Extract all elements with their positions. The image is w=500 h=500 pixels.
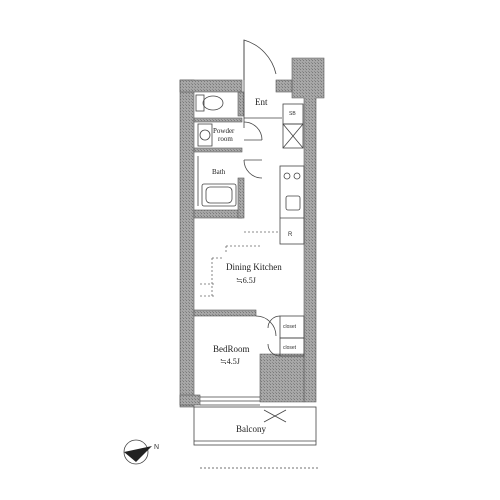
- pipe-shaft: [282, 123, 304, 149]
- label-balcony: Balcony: [236, 424, 266, 434]
- kitchen-sink: [285, 195, 301, 211]
- label-shoe-box: SB: [289, 111, 296, 117]
- wall-toilet-powder: [193, 117, 243, 123]
- compass: N: [123, 439, 159, 465]
- wall-right-pillar: [291, 57, 325, 403]
- stove-burner-1: [283, 172, 291, 180]
- bath-door-swing: [243, 159, 263, 179]
- closet-2-door: [267, 343, 281, 357]
- powder-door-swing: [243, 121, 263, 141]
- walls: [179, 57, 325, 408]
- label-bath: Bath: [212, 168, 226, 176]
- compass-north-label: N: [154, 444, 159, 451]
- label-entrance: Ent: [255, 97, 268, 107]
- powder-sink-counter: [197, 123, 213, 147]
- label-dining-kitchen: Dining Kitchen: [226, 262, 282, 272]
- wall-top-left: [179, 79, 243, 93]
- wall-top-right: [275, 79, 293, 93]
- wall-left: [179, 79, 195, 408]
- toilet-tank: [195, 94, 205, 112]
- wall-inner-2: [237, 177, 245, 219]
- wall-bath-bottom: [193, 209, 243, 219]
- label-bedroom: BedRoom: [213, 344, 250, 354]
- bath-tub-inner: [205, 186, 233, 204]
- label-refrigerator: R: [288, 232, 293, 238]
- label-powder-1: Powder: [213, 127, 235, 135]
- balcony-outline: [193, 406, 317, 446]
- bath-tub: [201, 183, 237, 207]
- label-dining-kitchen-size: ≒6.5J: [236, 276, 256, 285]
- powder-sink-basin: [199, 129, 211, 141]
- wall-bottom-pillar: [259, 353, 305, 403]
- bedroom-door-swing: [255, 315, 277, 337]
- stove-burner-2: [293, 172, 301, 180]
- closet-2-box: [279, 337, 305, 357]
- label-closet-1: closet: [283, 324, 297, 330]
- toilet-bowl: [202, 95, 224, 111]
- label-powder-2: room: [218, 135, 233, 143]
- wall-powder-bath: [193, 147, 243, 153]
- kitchen-counter: [279, 165, 305, 245]
- wall-inner-1: [237, 91, 245, 117]
- entrance-door-swing: [243, 39, 277, 92]
- label-closet-2: closet: [283, 345, 297, 351]
- compass-needle-icon: [124, 446, 152, 462]
- label-bedroom-size: ≒4.5J: [220, 357, 240, 366]
- closet-1-door: [267, 315, 281, 329]
- dk-dashed-lines: [200, 231, 280, 297]
- wall-bottom-left: [179, 394, 201, 406]
- ac-mark-2: [263, 409, 287, 423]
- wall-bedroom-top: [193, 309, 257, 317]
- pipe-shaft-x2: [282, 123, 304, 149]
- fixtures: [193, 39, 320, 469]
